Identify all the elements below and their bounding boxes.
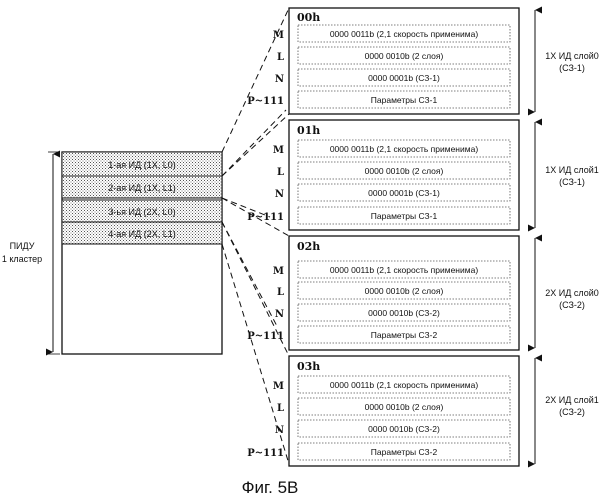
field-marker: N — [275, 309, 284, 320]
field-marker: N — [275, 189, 284, 200]
cluster-label-line2: 1 кластер — [2, 254, 42, 264]
field-value: 0000 0010b (2 слоя) — [365, 166, 444, 176]
field-value: 0000 0010b (2 слоя) — [365, 51, 444, 61]
block-id: 01h — [297, 124, 320, 137]
cluster-entry: 1-ая ИД (1X, L0) — [62, 152, 222, 176]
cluster-label-line1: ПИДУ — [10, 241, 35, 251]
cluster-entry: 3-ья ИД (2X, L0) — [62, 200, 222, 222]
block-annotation-line1: 1X ИД слой0 — [545, 51, 598, 61]
field-marker: M — [273, 145, 284, 156]
cluster-entry-label: 3-ья ИД (2X, L0) — [108, 207, 175, 217]
cluster-panel: 1-ая ИД (1X, L0) 2-ая ИД (1X, L1) 3-ья И… — [2, 152, 222, 354]
field-value: 0000 0001b (СЗ-1) — [368, 73, 440, 83]
field-marker: P~111 — [247, 96, 284, 107]
field-marker: L — [277, 403, 284, 414]
block-annotation-line2: (СЗ-1) — [559, 63, 585, 73]
block-annotation-line2: (СЗ-1) — [559, 177, 585, 187]
field-value: 0000 0011b (2,1 скорость применима) — [330, 265, 478, 275]
blocks-panel: 00h 0000 0011b (2,1 скорость применима) … — [247, 8, 599, 466]
field-marker: N — [275, 425, 284, 436]
block-annotation-line1: 1X ИД слой1 — [545, 165, 598, 175]
field-value: 0000 0010b (2 слоя) — [365, 402, 444, 412]
field-value: 0000 0011b (2,1 скорость применима) — [330, 380, 478, 390]
connector-line — [222, 222, 278, 328]
cluster-entry-label: 2-ая ИД (1X, L1) — [108, 183, 175, 193]
figure-caption: Фиг. 5В — [242, 478, 299, 497]
cluster-entry: 4-ая ИД (2X, L1) — [62, 222, 222, 244]
field-value: 0000 0010b (СЗ-2) — [368, 424, 440, 434]
field-marker: L — [277, 167, 284, 178]
cluster-entry-label: 4-ая ИД (2X, L1) — [108, 229, 175, 239]
block-annotation-line2: (СЗ-2) — [559, 300, 585, 310]
field-value: Параметры СЗ-1 — [371, 95, 438, 105]
field-value: 0000 0001b (СЗ-1) — [368, 188, 440, 198]
field-marker: M — [273, 381, 284, 392]
field-marker: P~111 — [247, 448, 284, 459]
block-annotation-line1: 2X ИД слой1 — [545, 395, 598, 405]
block-id: 00h — [297, 11, 320, 24]
field-marker: N — [275, 74, 284, 85]
field-marker: M — [273, 30, 284, 41]
field-value: 0000 0010b (2 слоя) — [365, 286, 444, 296]
block-id: 02h — [297, 240, 320, 253]
block: 02h 0000 0011b (2,1 скорость применима) … — [247, 236, 599, 350]
block-annotation-line1: 2X ИД слой0 — [545, 288, 598, 298]
block: 03h 0000 0011b (2,1 скорость применима) … — [247, 356, 599, 466]
block-annotation-line2: (СЗ-2) — [559, 407, 585, 417]
block-id: 03h — [297, 360, 320, 373]
field-value: 0000 0011b (2,1 скорость применима) — [330, 144, 478, 154]
cluster-entry: 2-ая ИД (1X, L1) — [62, 176, 222, 198]
field-value: Параметры СЗ-1 — [371, 211, 438, 221]
field-marker: L — [277, 287, 284, 298]
field-value: 0000 0010b (СЗ-2) — [368, 308, 440, 318]
field-value: Параметры СЗ-2 — [371, 330, 438, 340]
block: 01h 0000 0011b (2,1 скорость применима) … — [247, 120, 599, 230]
field-marker: L — [277, 52, 284, 63]
block: 00h 0000 0011b (2,1 скорость применима) … — [247, 8, 599, 114]
field-marker: M — [273, 266, 284, 277]
field-marker: P~111 — [247, 331, 284, 342]
field-value: Параметры СЗ-2 — [371, 447, 438, 457]
cluster-entry-label: 1-ая ИД (1X, L0) — [108, 160, 175, 170]
field-marker: P~111 — [247, 212, 284, 223]
field-value: 0000 0011b (2,1 скорость применима) — [330, 29, 478, 39]
